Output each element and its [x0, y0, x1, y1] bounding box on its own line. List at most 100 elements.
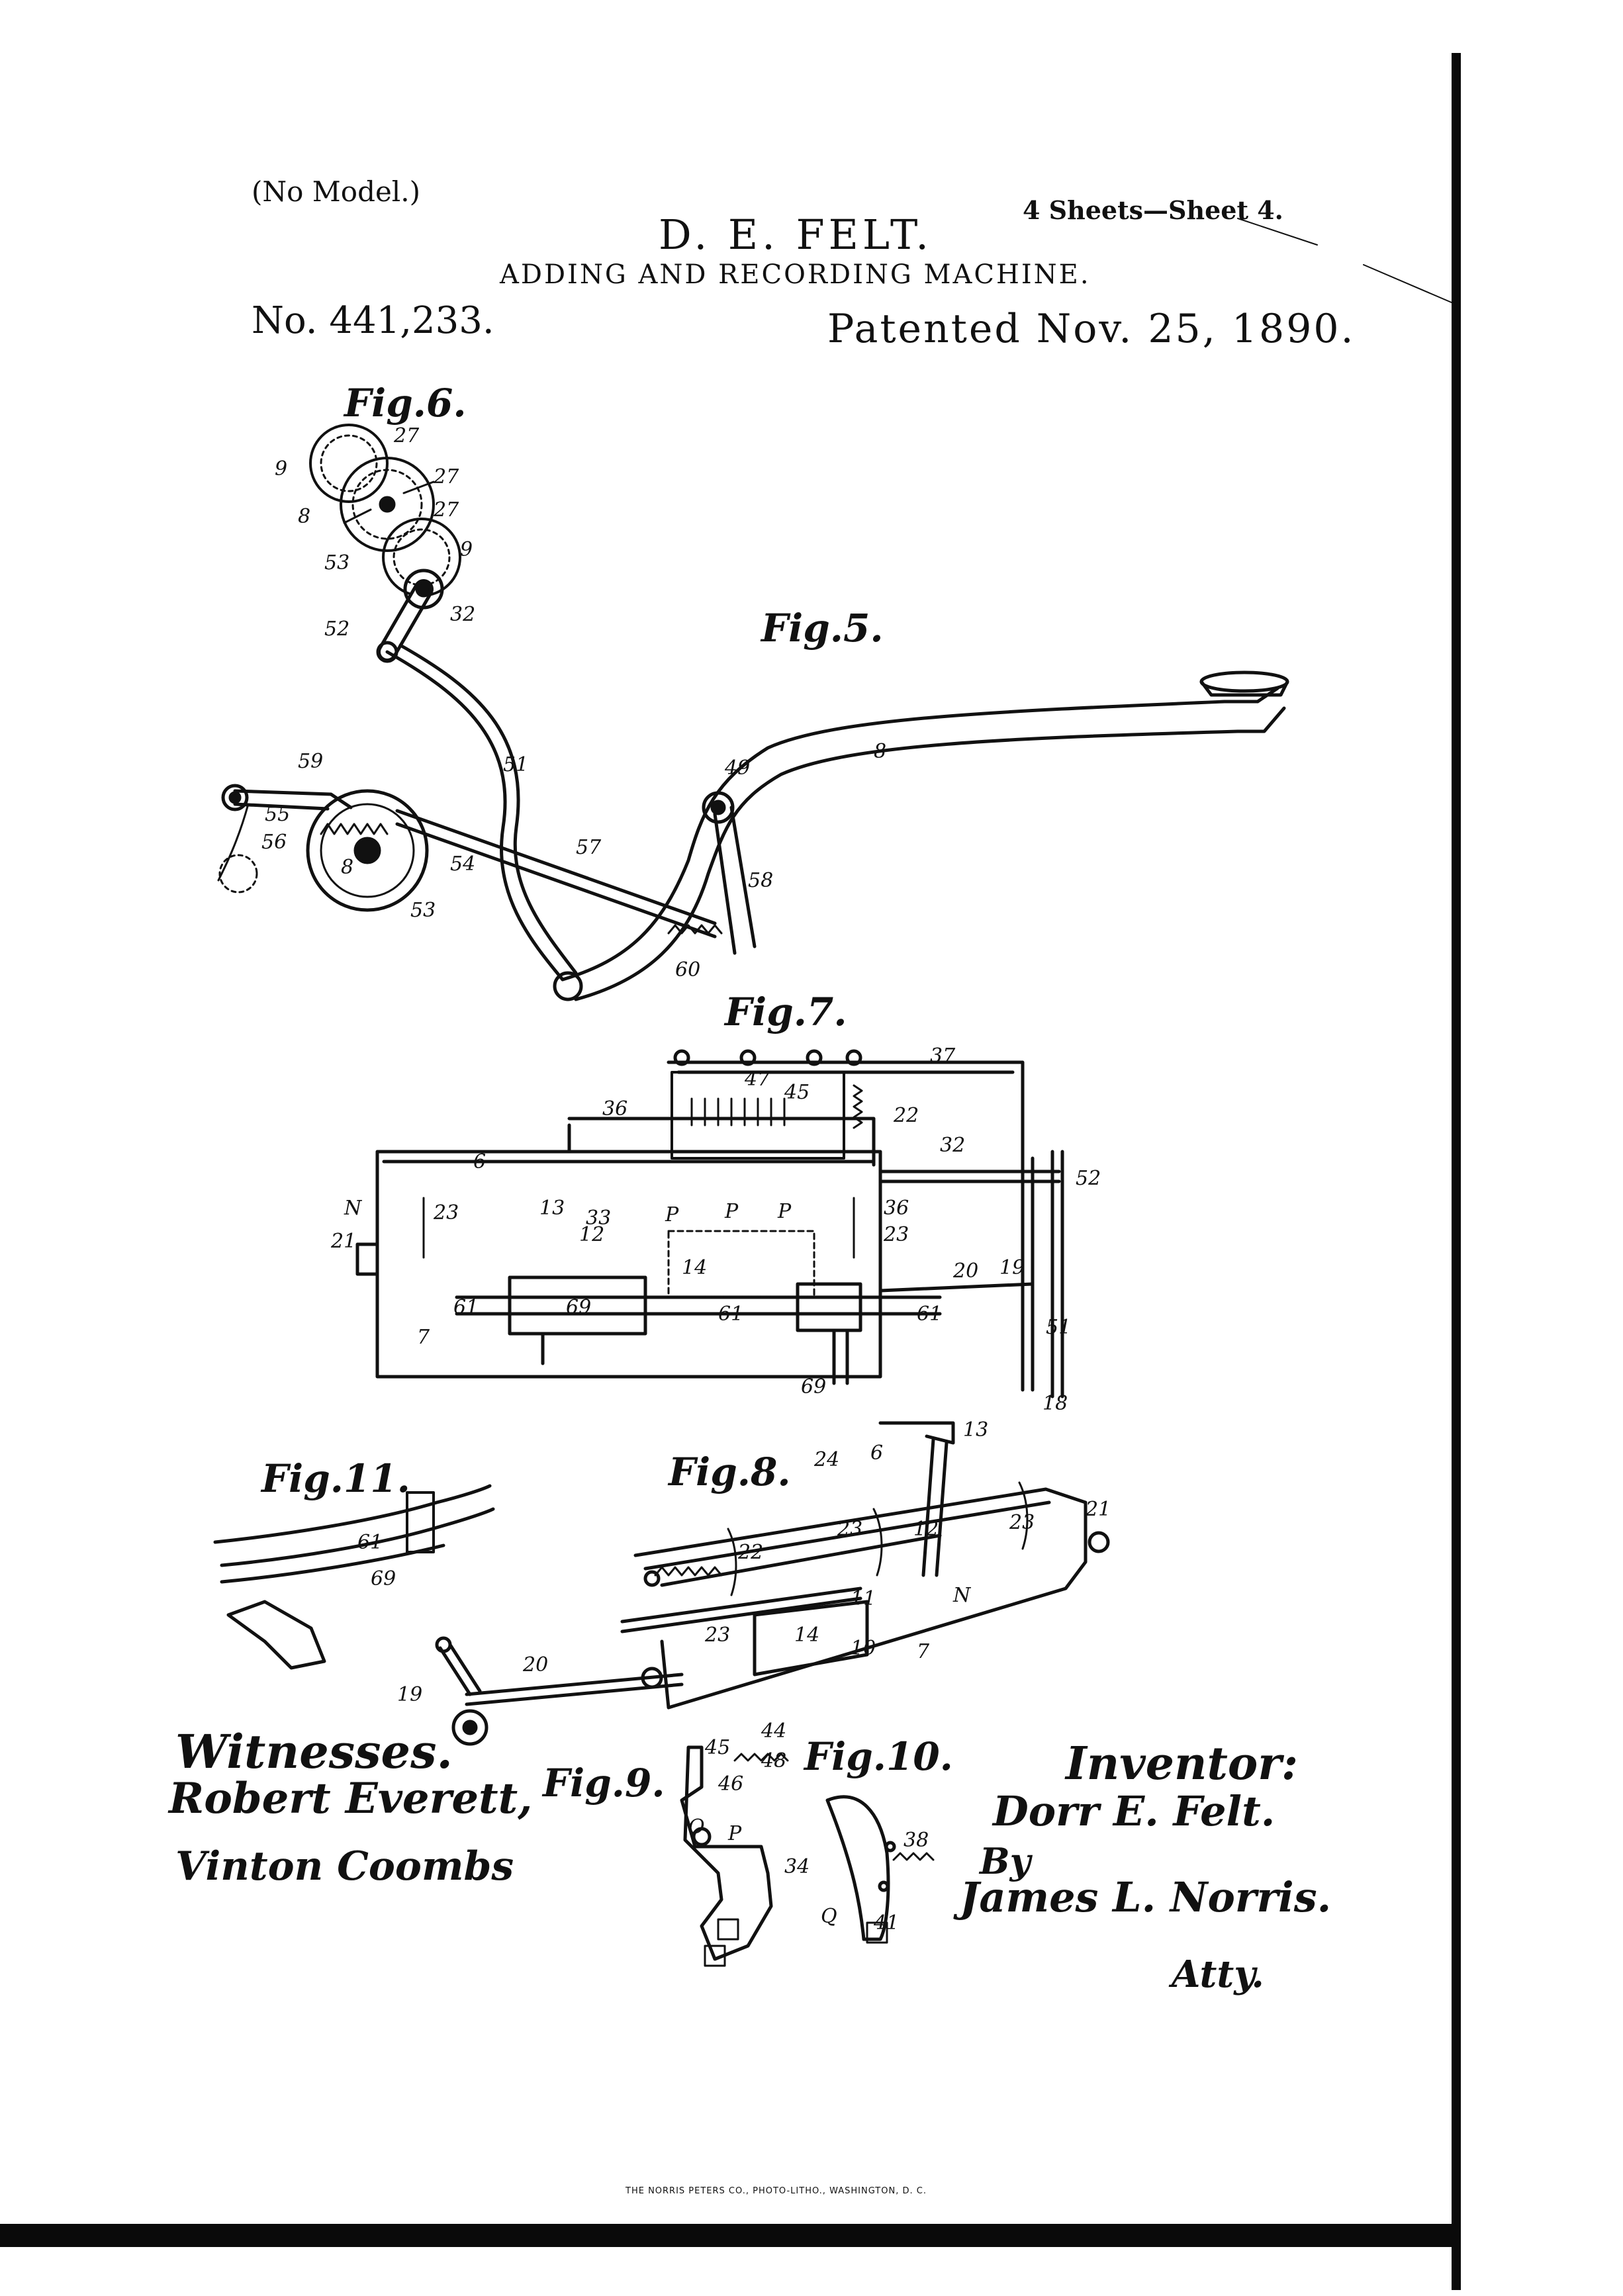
- fig5-ref-8: 8: [341, 856, 353, 879]
- fig5-ref-11: 53: [410, 899, 436, 922]
- fig7-ref-13: P: [665, 1203, 679, 1226]
- fig8-ref-10: 23: [704, 1624, 730, 1647]
- fig9-ref-4: O: [688, 1815, 705, 1839]
- fig11-ref-0: 61: [357, 1531, 383, 1554]
- fig5-ref-5: 59: [298, 750, 323, 773]
- fig5-label: Fig.5.: [761, 606, 884, 651]
- machine-title: ADDING AND RECORDING MACHINE.: [500, 259, 1091, 290]
- patent-number: No. 441,233.: [252, 299, 494, 342]
- fig7-ref-14: P: [724, 1200, 739, 1223]
- fig7-ref-3: 36: [602, 1097, 627, 1121]
- fig8-ref-11: 14: [794, 1624, 819, 1647]
- fig5-ref-6: 55: [265, 803, 290, 826]
- fig8-ref-0: 24: [813, 1448, 839, 1471]
- fig5-ref-1: 32: [450, 603, 475, 626]
- fig11-label: Fig.11.: [261, 1456, 410, 1501]
- fig7-ref-10: 13: [539, 1197, 565, 1220]
- sheet-info: 4 Sheets—Sheet 4.: [1023, 195, 1283, 225]
- fig8-frame: [435, 1421, 1110, 1746]
- fig7-ref-1: 47: [744, 1068, 770, 1091]
- fig8-ref-15: 20: [522, 1653, 548, 1676]
- fig6-ref-3: 8: [298, 505, 310, 528]
- fig5-ref-13: 60: [675, 958, 700, 982]
- right-border-rule: [1452, 53, 1461, 2290]
- fig8-ref-14: 19: [397, 1683, 422, 1706]
- fig8-ref-7: 21: [1085, 1498, 1111, 1521]
- fig7-ref-19: 14: [682, 1256, 707, 1279]
- fig7-ref-24: 61: [718, 1303, 743, 1326]
- patent-date: Patented Nov. 25, 1890.: [827, 306, 1356, 352]
- by-label: By: [980, 1840, 1031, 1882]
- fig7-ref-16: 36: [884, 1197, 909, 1220]
- fig6-ref-2: 27: [433, 465, 459, 488]
- fig11-detail: [213, 1484, 495, 1670]
- fig6-ref-0: 27: [393, 424, 420, 447]
- fig7-frame: [355, 1049, 1064, 1399]
- fig10-cam: [825, 1795, 935, 1944]
- fig8-ref-5: 12: [913, 1518, 939, 1541]
- fig5-ref-9: 57: [576, 836, 602, 859]
- fig7-ref-2: 45: [784, 1081, 810, 1104]
- fig7-ref-0: 37: [930, 1044, 956, 1068]
- witness-2-signature: Vinton Coombs: [175, 1843, 514, 1890]
- fig9-ref-0: 45: [704, 1736, 730, 1759]
- fig7-ref-9: 23: [433, 1201, 459, 1224]
- fig5-ref-7: 56: [261, 831, 287, 854]
- fig8-ref-8: 11: [851, 1587, 876, 1610]
- fig7-ref-23: 69: [566, 1296, 591, 1319]
- fig10-ref-2: 41: [873, 1911, 899, 1935]
- printer-credit: THE NORRIS PETERS CO., PHOTO-LITHO., WAS…: [626, 2186, 927, 2196]
- fig8-ref-12: 10: [851, 1637, 876, 1660]
- fig8-ref-13: 7: [917, 1640, 930, 1663]
- fig7-ref-7: 52: [1076, 1167, 1101, 1190]
- fig9-label: Fig.9.: [543, 1761, 665, 1806]
- fig7-ref-15: P: [777, 1200, 792, 1223]
- fig8-ref-1: 6: [870, 1442, 883, 1465]
- fig7-ref-8: N: [344, 1197, 363, 1220]
- fig7-ref-21: 19: [999, 1256, 1025, 1279]
- fig7-ref-12: 12: [579, 1223, 604, 1246]
- fig7-label: Fig.7.: [725, 989, 847, 1034]
- fig10-ref-0: 38: [904, 1829, 929, 1852]
- fig7-ref-29: 18: [1043, 1392, 1068, 1415]
- fig9-ref-5: P: [727, 1822, 742, 1845]
- atty-label: Atty.: [1172, 1952, 1264, 1996]
- inventor-name: Dorr E. Felt.: [993, 1787, 1275, 1835]
- fig9-ref-1: 44: [761, 1720, 786, 1743]
- fig6-label: Fig.6.: [344, 381, 467, 426]
- fig7-ref-22: 61: [453, 1296, 479, 1319]
- fig8-ref-9: N: [952, 1584, 972, 1607]
- attorney-signature: James L. Norris.: [960, 1873, 1332, 1921]
- fig7-ref-5: 32: [940, 1134, 965, 1157]
- fig9-ref-2: 48: [761, 1749, 786, 1772]
- fig6-ref-5: 9: [460, 538, 473, 561]
- no-model-note: (No Model.): [252, 175, 420, 208]
- fig6-ref-1: 9: [275, 457, 287, 481]
- fig5-ref-10: 54: [450, 852, 475, 876]
- fig11-ref-1: 69: [371, 1567, 396, 1590]
- fig7-ref-20: 20: [952, 1260, 978, 1283]
- fig8-ref-6: 22: [737, 1541, 763, 1564]
- fig5-ref-0: 52: [324, 618, 349, 641]
- fig7-ref-18: 21: [330, 1230, 356, 1253]
- witnesses-label: Witnesses.: [175, 1724, 453, 1779]
- fig7-ref-26: 51: [1046, 1316, 1071, 1339]
- fig5-ref-3: 51: [503, 753, 528, 776]
- bottom-border-rule: [0, 2224, 1461, 2247]
- fig9-ref-6: 34: [784, 1855, 810, 1878]
- fig5-linkage: [217, 569, 1289, 1001]
- fig9-ref-3: 46: [718, 1772, 743, 1796]
- fig8-ref-2: 13: [963, 1418, 988, 1442]
- fig5-ref-2: 8: [874, 740, 886, 763]
- fig10-label: Fig.10.: [804, 1734, 953, 1779]
- fig6-ref-6: 53: [324, 551, 349, 574]
- fig7-ref-27: 7: [417, 1326, 430, 1349]
- fig7-ref-6: 6: [473, 1150, 486, 1173]
- fig7-ref-4: 22: [893, 1104, 919, 1127]
- fig8-ref-4: 23: [1009, 1511, 1035, 1534]
- fig9-pawl: [680, 1745, 789, 1967]
- fig10-ref-1: Q: [821, 1905, 837, 1928]
